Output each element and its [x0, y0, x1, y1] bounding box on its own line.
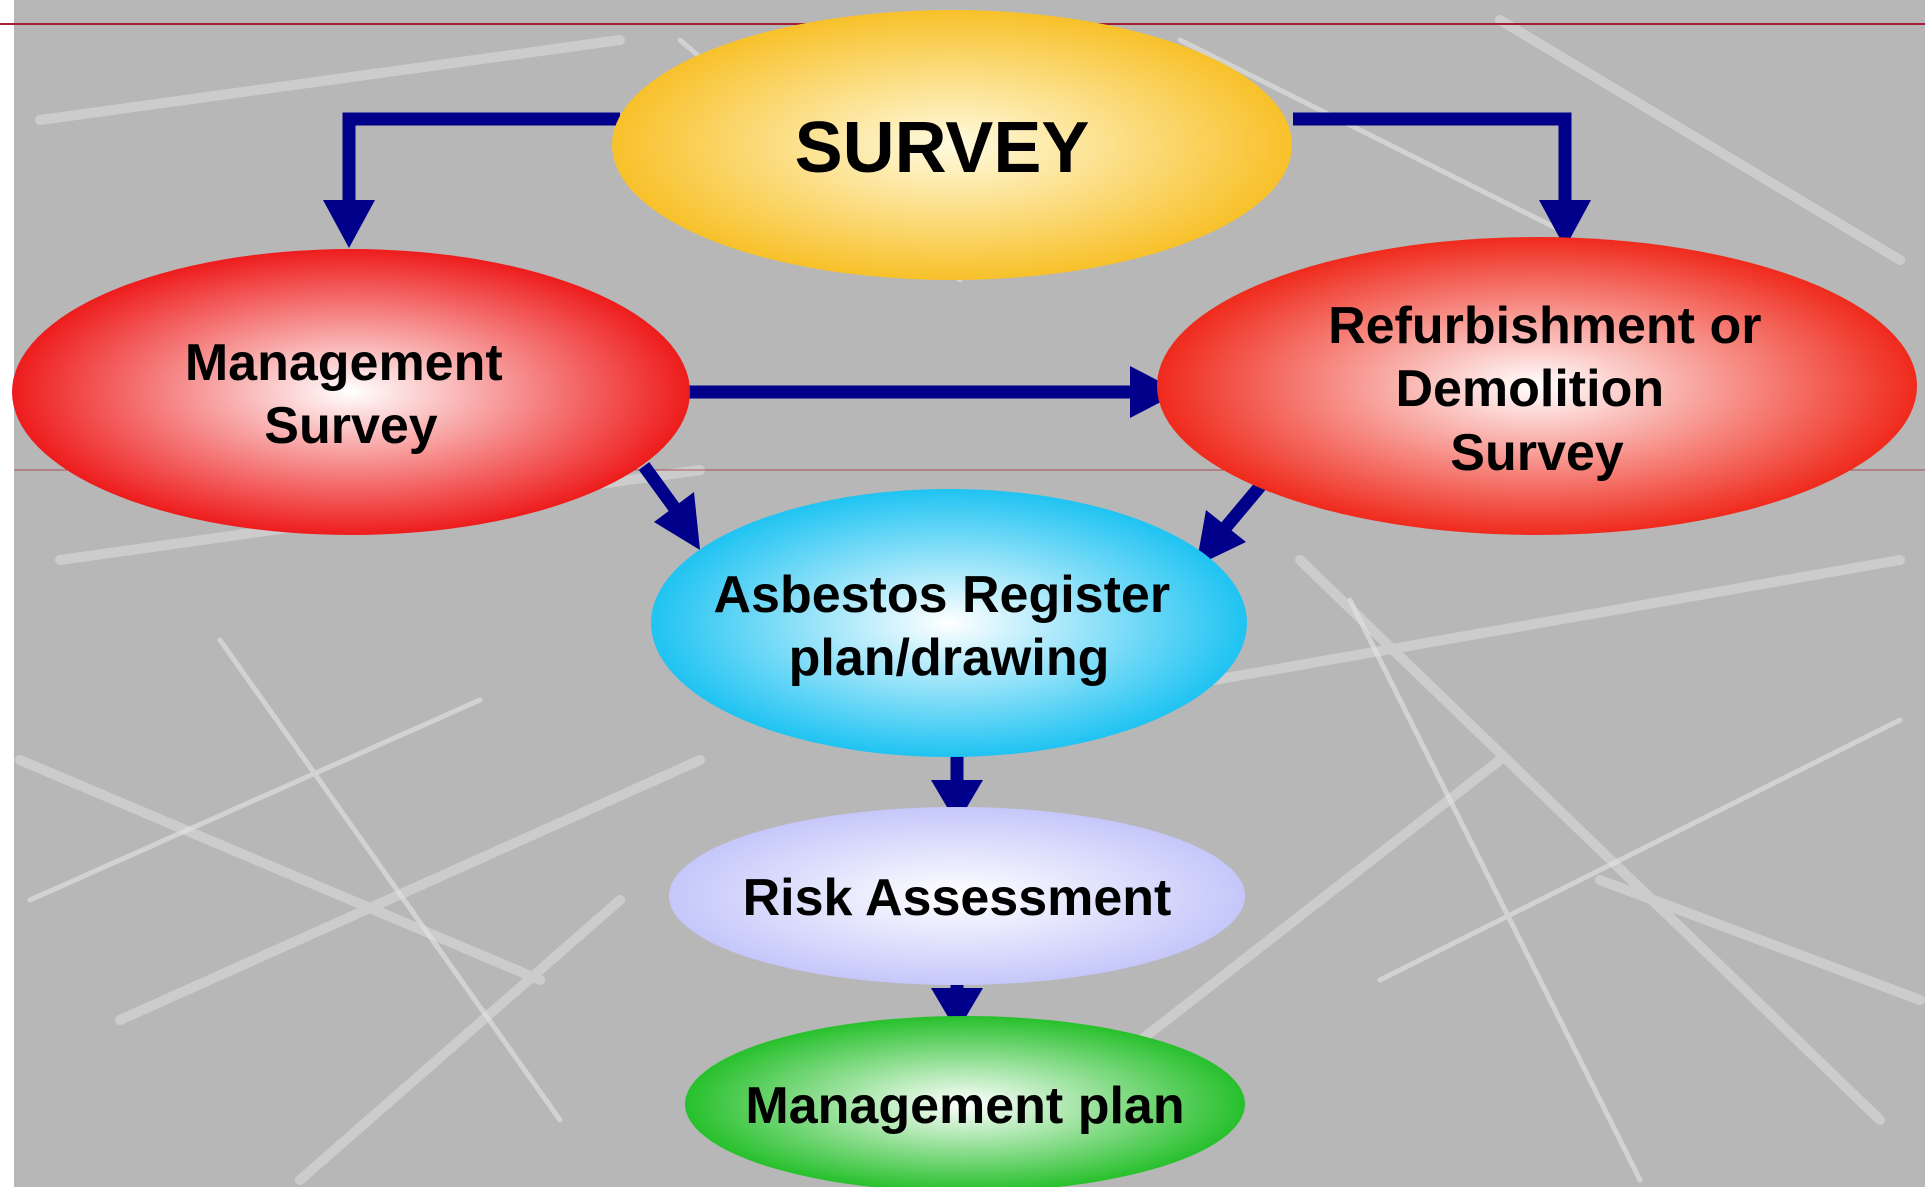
survey-label: SURVEY [795, 108, 1090, 188]
survey-ellipse [612, 10, 1292, 280]
node-survey: SURVEY [612, 10, 1292, 280]
management-plan-ellipse [685, 1016, 1245, 1187]
arrow-survey-to-refurbishment-survey [1293, 112, 1572, 205]
refurbishment-survey-label: Refurbishment or Demolition Survey [1328, 297, 1776, 482]
arrowhead-risk-to-plan [931, 988, 983, 1032]
asbestos-register-ellipse [651, 489, 1247, 757]
risk-assessment-label: Risk Assessment [743, 869, 1172, 927]
node-asbestos-register: Asbestos Register plan/drawing [651, 489, 1247, 757]
node-management-survey: Management Survey [12, 249, 690, 535]
connector-arrows [323, 112, 1591, 1032]
arrowhead-survey-to-management-survey [323, 200, 375, 248]
arrowhead-register-to-risk [931, 780, 983, 824]
management-survey-ellipse [12, 249, 690, 535]
arrow-survey-to-management-survey [342, 112, 620, 205]
management-survey-label: Management Survey [185, 334, 517, 455]
asbestos-register-label: Asbestos Register plan/drawing [713, 566, 1184, 687]
refurbishment-survey-ellipse [1157, 237, 1917, 535]
arrow-management-to-register [638, 462, 682, 514]
arrowhead-refurbishment-to-register [1196, 510, 1246, 566]
risk-assessment-ellipse [669, 807, 1245, 985]
node-management-plan: Management plan [685, 1016, 1245, 1187]
management-plan-label: Management plan [745, 1077, 1184, 1135]
arrow-refurbishment-to-register [1221, 479, 1267, 532]
arrowhead-survey-to-refurbishment-survey [1539, 200, 1591, 248]
arrowhead-management-to-register [654, 492, 700, 550]
arrowhead-management-to-refurbishment [1130, 366, 1180, 418]
node-risk-assessment: Risk Assessment [669, 807, 1245, 985]
node-refurbishment-survey: Refurbishment or Demolition Survey [1157, 237, 1917, 535]
